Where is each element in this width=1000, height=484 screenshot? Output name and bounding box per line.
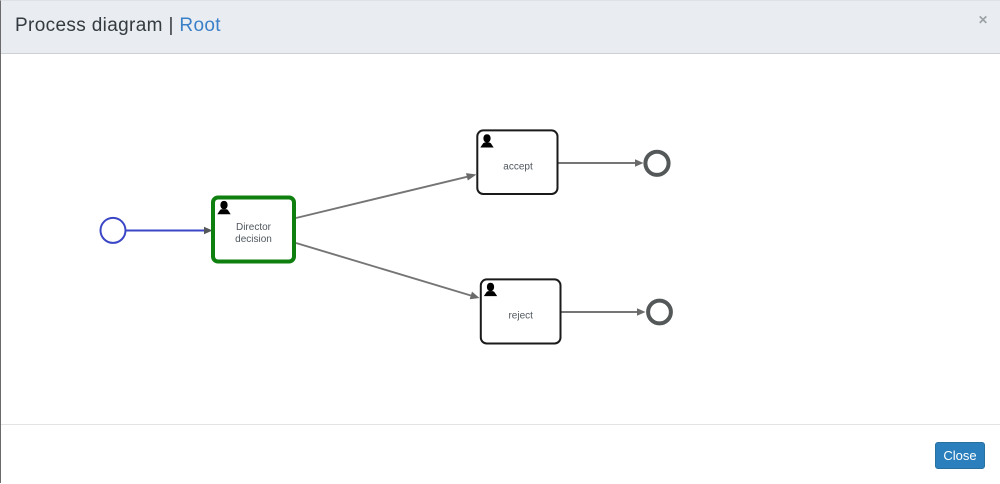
svg-text:accept: accept [503,162,533,173]
svg-text:reject: reject [508,311,533,322]
svg-text:Director: Director [236,222,272,233]
svg-text:decision: decision [235,234,272,245]
